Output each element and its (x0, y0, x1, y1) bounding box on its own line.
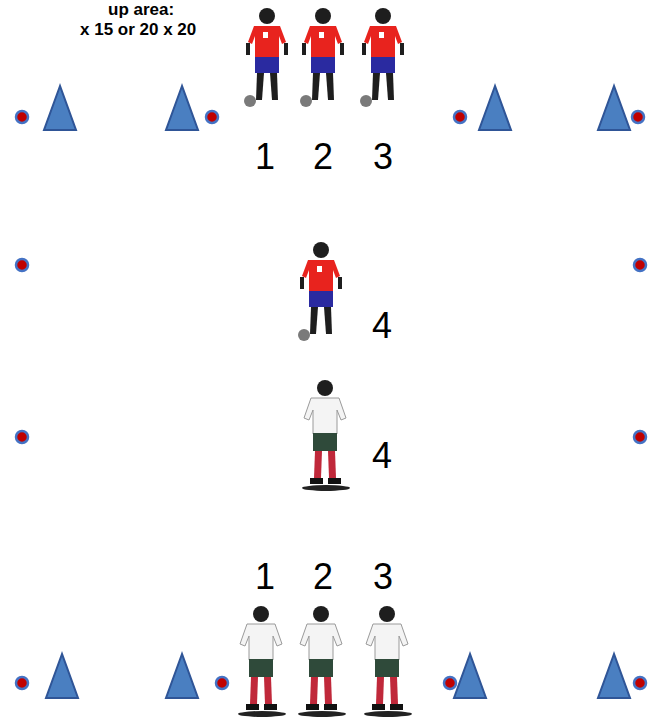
white-player (298, 606, 346, 717)
red-player (300, 8, 344, 107)
marker-dot (444, 677, 456, 689)
marker-dot (16, 677, 28, 689)
cone (598, 86, 630, 130)
cone (166, 86, 198, 130)
marker-dot (632, 111, 644, 123)
callout-number: 4 (372, 308, 392, 344)
marker-dot (216, 677, 228, 689)
callout-number: 2 (313, 139, 333, 175)
callout-number: 3 (373, 139, 393, 175)
marker-dot (634, 431, 646, 443)
cone (44, 86, 76, 130)
area-note: up area: (108, 1, 174, 18)
callout-number: 4 (372, 438, 392, 474)
callout-number: 1 (255, 559, 275, 595)
marker-dot (16, 259, 28, 271)
callout-number: 2 (313, 559, 333, 595)
cone (454, 654, 486, 698)
white-player (238, 606, 286, 717)
white-player (302, 380, 350, 491)
marker-dot (454, 111, 466, 123)
cone (46, 654, 78, 698)
cone (479, 86, 511, 130)
red-player (244, 8, 288, 107)
callout-number: 1 (255, 139, 275, 175)
callout-number: 3 (373, 559, 393, 595)
marker-dot (16, 111, 28, 123)
marker-dot (16, 431, 28, 443)
marker-dot (206, 111, 218, 123)
red-player (298, 242, 342, 341)
marker-dot (634, 259, 646, 271)
cone (166, 654, 198, 698)
cone (598, 654, 630, 698)
red-player (360, 8, 404, 107)
white-player (364, 606, 412, 717)
marker-dot (634, 677, 646, 689)
area-note: x 15 or 20 x 20 (80, 21, 196, 38)
